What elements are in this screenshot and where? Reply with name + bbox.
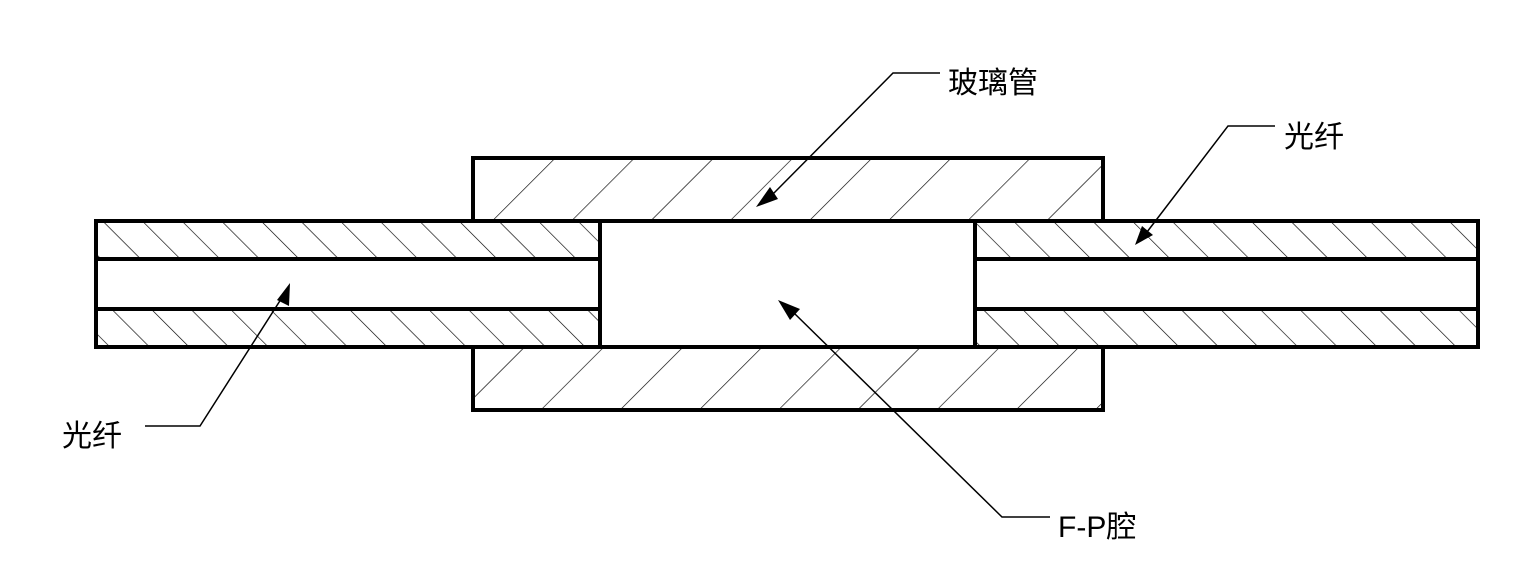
label-fiber-left: 光纤	[62, 420, 122, 453]
leader-fiber-right	[1146, 125, 1275, 233]
right-fiber	[973, 219, 1480, 349]
leader-fp-cavity	[794, 313, 1050, 518]
label-fp-cavity: F-P腔	[1058, 511, 1137, 544]
label-fiber-right: 光纤	[1284, 121, 1344, 154]
leader-glass-tube	[771, 72, 940, 196]
left-fiber	[94, 219, 602, 349]
left-fiber-core	[94, 257, 602, 311]
fp-cavity	[598, 219, 977, 349]
left-fiber-cladding-top	[94, 219, 602, 261]
leader-fiber-left	[145, 295, 284, 427]
arrow-glass-tube	[756, 187, 778, 207]
label-glass-tube: 玻璃管	[948, 67, 1038, 100]
right-fiber-core	[973, 257, 1480, 311]
right-fiber-cladding-bottom	[973, 307, 1480, 349]
arrow-fp-cavity	[778, 300, 800, 320]
arrow-fiber-right	[1135, 226, 1153, 245]
right-fiber-cladding-top	[973, 219, 1480, 261]
arrow-fiber-left	[277, 283, 290, 306]
glass-tube-top-wall	[471, 156, 1105, 223]
left-fiber-cladding-bottom	[94, 307, 602, 349]
glass-tube-bottom-wall	[471, 345, 1105, 412]
glass-tube	[471, 156, 1105, 412]
